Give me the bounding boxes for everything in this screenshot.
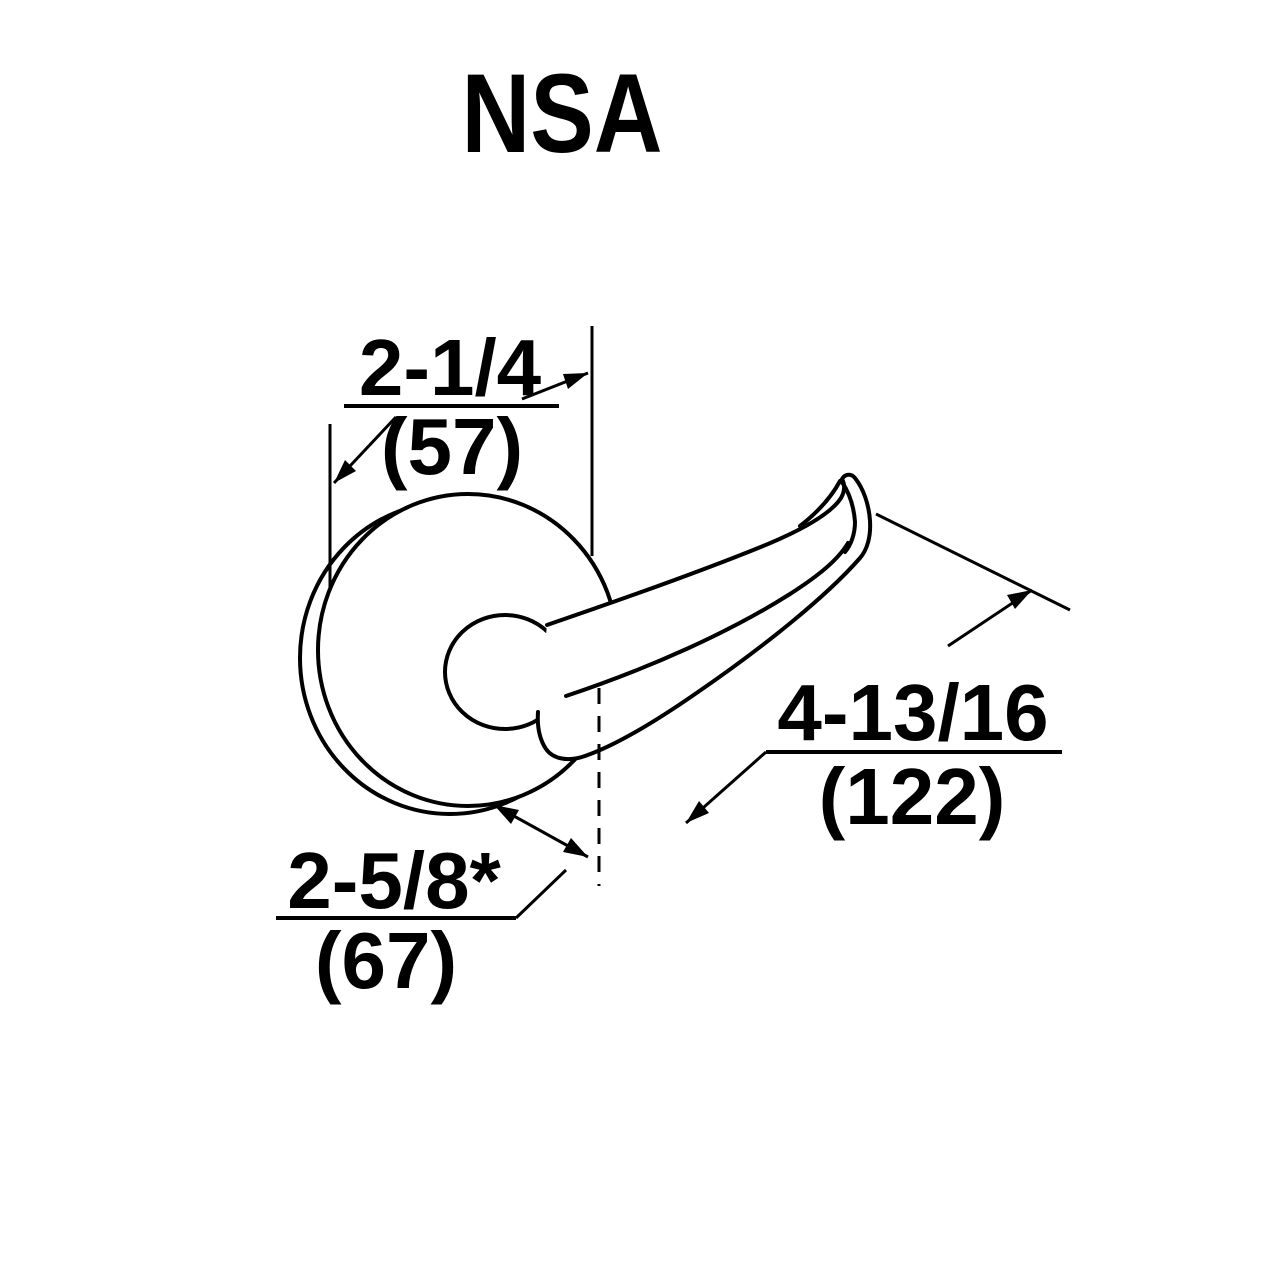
rose-diameter-imperial-label: 2-1/4: [359, 323, 542, 412]
projection-arrow-head-lower: [563, 838, 588, 857]
rose-diameter-metric-label: (57): [381, 402, 523, 491]
projection-imperial-label: 2-5/8*: [287, 836, 501, 925]
rose-dim-arrow-right-head: [563, 373, 588, 389]
lever-body-fill: [537, 474, 871, 760]
lever-tip-crease: [798, 479, 842, 528]
lever-ridge-line: [564, 541, 850, 698]
projection-metric-label: (67): [315, 916, 457, 1005]
dimension-lever-length: [685, 512, 1071, 825]
lever-length-metric-label: (122): [819, 752, 1006, 841]
diagram-title: NSA: [462, 52, 663, 177]
lever-dim-arrow-upper-head: [1007, 590, 1032, 609]
lever-dim-arrow-lower-head: [686, 801, 709, 823]
lever-outline: [535, 472, 873, 762]
dimension-rose-diameter: [328, 326, 594, 590]
dimension-projection: [276, 803, 589, 920]
rose-dim-arrow-left-head: [334, 460, 356, 483]
lever-handle-drawing: [298, 472, 873, 816]
lever-end-face-line: [840, 480, 857, 554]
projection-arrow-head-upper: [494, 805, 519, 824]
projection-dim-leader: [514, 868, 568, 920]
lever-length-imperial-label: 4-13/16: [777, 668, 1048, 757]
lever-tip-extension-line: [875, 512, 1071, 612]
